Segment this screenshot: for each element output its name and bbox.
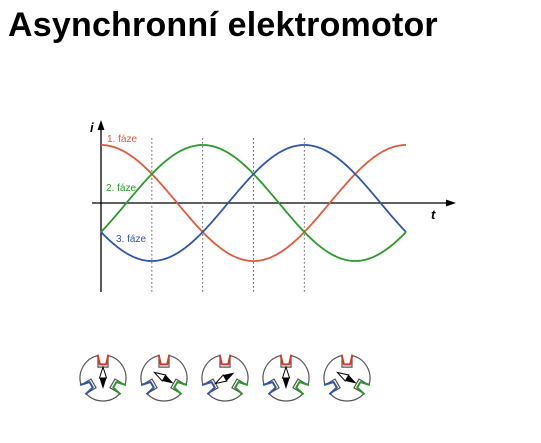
stator-coil-1: [218, 354, 232, 366]
stator-diagram: [262, 354, 310, 402]
x-axis-arrow: [446, 199, 456, 207]
phase-3-label: 3. fáze: [116, 234, 146, 245]
stator-coil-3: [140, 381, 155, 396]
stator-coil-3: [201, 381, 216, 396]
phase-markers: [151, 138, 305, 292]
stator-coil-1: [96, 354, 110, 366]
rotor-needle-south: [98, 365, 108, 379]
stator-coil-2: [112, 381, 127, 396]
stator-coil-3: [323, 381, 338, 396]
slide-title: Asynchronní elektromotor: [8, 6, 438, 44]
stator-diagram: [323, 354, 371, 402]
stator-diagram: [140, 354, 188, 402]
rotor-needle-south: [214, 374, 228, 385]
stator-diagram: [79, 354, 127, 402]
stator-coil-1: [340, 354, 354, 366]
stator-coil-3: [79, 381, 94, 396]
stator-coil-2: [173, 381, 188, 396]
phase-2-label: 2. fáze: [106, 183, 136, 194]
x-axis-label: t: [431, 207, 436, 222]
rotor-needle-south: [281, 365, 291, 379]
phase-3-curve: [100, 144, 407, 262]
phase-labels: 1. fáze 2. fáze 3. fáze: [106, 134, 146, 245]
stator-coil-2: [295, 381, 310, 396]
stator-coil-1: [157, 354, 171, 366]
rotor-needle-south: [153, 371, 167, 382]
stator-coil-1: [279, 354, 293, 366]
stator-diagram: [201, 354, 249, 402]
phase-1-label: 1. fáze: [107, 134, 137, 145]
rotor-needle-north: [282, 378, 290, 389]
stator-coil-3: [262, 381, 277, 396]
rotor-needle-south: [336, 371, 350, 382]
y-axis-label: i: [90, 120, 94, 135]
stator-coil-2: [356, 381, 371, 396]
stator-coil-2: [234, 381, 249, 396]
rotor-needle-north: [99, 378, 107, 389]
y-axis-arrow: [97, 120, 105, 130]
phase-curves: [100, 144, 407, 262]
